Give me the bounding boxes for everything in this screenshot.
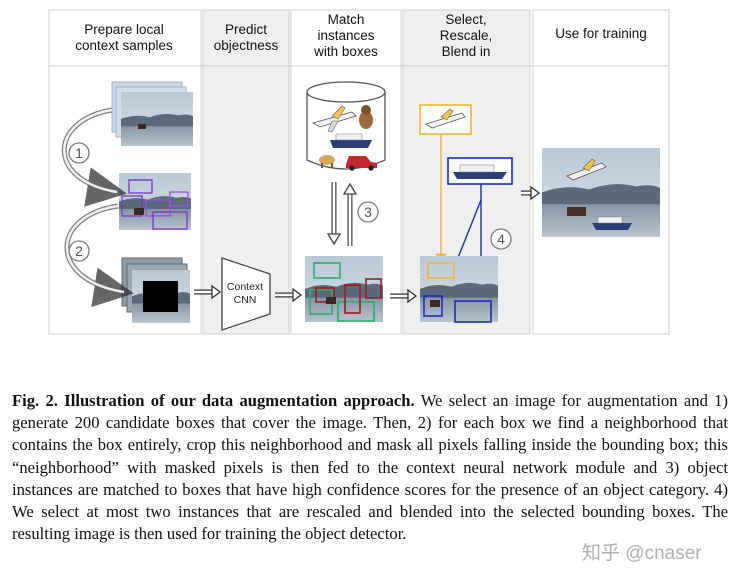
selected-ship <box>447 157 513 185</box>
source-image-stack <box>111 81 193 146</box>
svg-text:1: 1 <box>75 145 83 161</box>
masked-neighborhood-stack <box>121 257 190 323</box>
step-1-badge: 1 <box>68 142 90 164</box>
car-icon <box>346 156 377 171</box>
header-use: Use for training <box>555 26 647 41</box>
watermark-text: 知乎 @cnaser <box>582 543 702 564</box>
airplane-icon <box>311 105 357 133</box>
caption-text: We select an image for augmentation and … <box>12 391 729 544</box>
blend-target-image <box>420 256 498 323</box>
sheep-icon <box>319 155 335 168</box>
matched-boxes-image <box>305 256 383 322</box>
dog-icon <box>359 105 373 129</box>
figure-caption: Fig. 2. Illustration of our data augment… <box>12 390 728 545</box>
step-4-badge: 4 <box>490 228 512 250</box>
ship-icon <box>330 133 372 148</box>
svg-text:2: 2 <box>75 243 83 259</box>
instance-database <box>306 81 386 171</box>
step-2-badge: 2 <box>68 240 90 262</box>
svg-text:3: 3 <box>364 204 372 220</box>
header-select: Select,Rescale,Blend in <box>440 12 493 59</box>
svg-text:4: 4 <box>497 231 505 247</box>
caption-label: Fig. 2. Illustration of our data augment… <box>12 391 415 410</box>
candidate-boxes-image <box>119 173 191 230</box>
selected-airplane <box>419 104 472 135</box>
step-3-badge: 3 <box>357 201 379 223</box>
augmented-training-image <box>542 148 660 237</box>
